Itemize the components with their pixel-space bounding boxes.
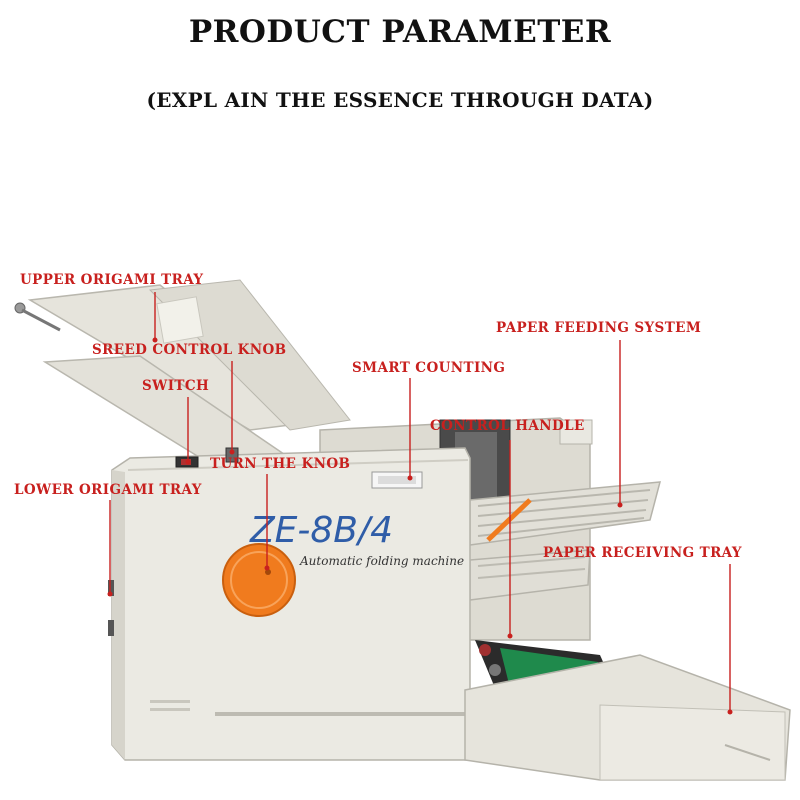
control-handle-icon (486, 498, 532, 542)
paper-receiving-tray (464, 654, 791, 781)
callout-paper-receiving-tray: PAPER RECEIVING TRAY (543, 545, 742, 561)
callout-paper-feeding-system: PAPER FEEDING SYSTEM (496, 320, 702, 336)
callout-speed-control-knob: SREED CONTROL KNOB (92, 342, 287, 358)
page-subtitle: (EXPL AIN THE ESSENCE THROUGH DATA) (146, 88, 654, 112)
model-tagline: Automatic folding machine (299, 554, 464, 568)
callout-lower-origami-tray: LOWER ORIGAMI TRAY (14, 482, 202, 498)
page-title: PRODUCT PARAMETER (188, 14, 612, 50)
model-name: ZE-8B/4 (249, 510, 393, 551)
adjustment-bolt-icon (14, 302, 61, 332)
front-main-body (108, 447, 471, 761)
turn-knob-icon (222, 543, 296, 617)
callout-control-handle: CONTROL HANDLE (430, 418, 585, 434)
smart-counting-display (371, 471, 423, 489)
callout-smart-counting: SMART COUNTING (352, 360, 506, 376)
callout-lines (107, 292, 733, 715)
callout-switch: SWITCH (142, 378, 210, 394)
callout-upper-origami-tray: UPPER ORIGAMI TRAY (20, 272, 204, 288)
upper-origami-tray (27, 279, 351, 431)
callout-turn-the-knob: TURN THE KNOB (210, 456, 351, 472)
